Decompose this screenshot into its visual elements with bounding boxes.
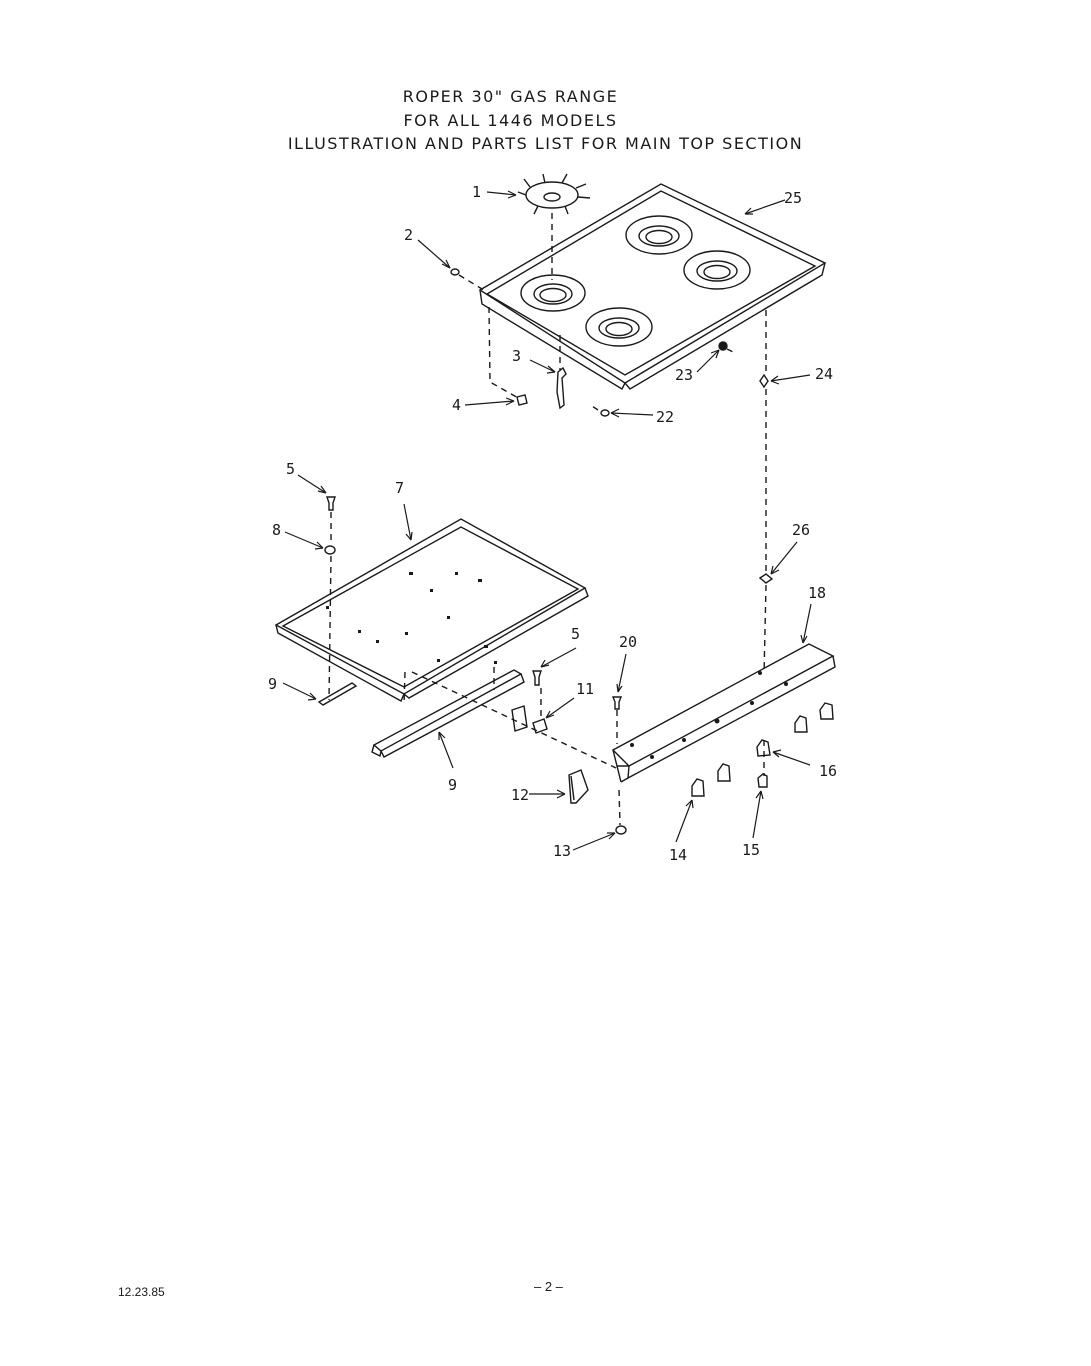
callout-5-right: 5 (571, 625, 580, 643)
screw-part-5-left (326, 496, 336, 511)
callout-23: 23 (675, 366, 693, 384)
clip-part-26 (758, 573, 774, 584)
orifice-extra-2 (794, 715, 808, 733)
grommet-part-23 (718, 341, 728, 351)
callout-9-rail: 9 (448, 776, 457, 794)
callout-24: 24 (815, 365, 833, 383)
callout-labels: 1 2 3 4 5 7 8 9 9 5 11 12 13 14 15 16 18… (268, 183, 837, 864)
callout-18: 18 (808, 584, 826, 602)
orifice-extra-3 (819, 702, 834, 720)
callout-7: 7 (395, 479, 404, 497)
callout-25: 25 (784, 189, 802, 207)
burner-ring-back-left (625, 215, 693, 255)
callout-20: 20 (619, 633, 637, 651)
callout-1: 1 (472, 183, 481, 201)
screw-part-20 (611, 696, 623, 710)
document-title-line1: ROPER 30" GAS RANGE (402, 87, 619, 106)
callout-22: 22 (656, 408, 674, 426)
callout-4: 4 (452, 396, 461, 414)
screw-part-13 (615, 825, 627, 835)
callout-8: 8 (272, 521, 281, 539)
callout-11: 11 (576, 680, 594, 698)
bracket-part-12 (568, 769, 589, 804)
callout-9-left: 9 (268, 675, 277, 693)
orifice-extra-1 (717, 763, 731, 782)
burner-ring-front-right (585, 307, 653, 347)
document-title-line3: ILLUSTRATION AND PARTS LIST FOR MAIN TOP… (287, 134, 804, 153)
washer-part-8 (324, 545, 336, 555)
orifice-part-15 (757, 773, 768, 788)
strip-part-9-left (317, 682, 358, 706)
callout-26: 26 (792, 521, 810, 539)
page-number: – 2 – (534, 1279, 563, 1294)
leader-lines (282, 190, 812, 851)
callout-3: 3 (512, 347, 521, 365)
cooktop-main-top (478, 183, 827, 390)
lower-panel-part-7 (274, 518, 589, 702)
callout-16: 16 (819, 762, 837, 780)
assembly-lines-top (458, 213, 767, 776)
orifice-part-14 (691, 778, 705, 797)
burner-ring-back-right (683, 250, 751, 290)
orifice-part-16 (756, 739, 771, 757)
burner-spider-part-1 (517, 173, 591, 215)
manifold-channel-part-18 (611, 643, 836, 783)
callout-2: 2 (404, 226, 413, 244)
burner-ring-front-left (520, 274, 586, 312)
callout-12: 12 (511, 786, 529, 804)
bracket-part-4 (516, 394, 528, 406)
clip-part-3 (556, 366, 567, 410)
document-title-line2: FOR ALL 1446 MODELS (403, 111, 618, 130)
callout-15: 15 (742, 841, 760, 859)
screw-part-22 (600, 409, 610, 417)
angle-rail-part-9 (371, 669, 525, 758)
screw-part-5-right (532, 670, 542, 686)
callout-13: 13 (553, 842, 571, 860)
callout-5-left: 5 (286, 460, 295, 478)
bracket-part-11 (511, 705, 548, 734)
screw-part-2 (450, 268, 460, 276)
callout-14: 14 (669, 846, 687, 864)
pin-part-24 (759, 373, 769, 389)
document-date: 12.23.85 (118, 1285, 165, 1299)
